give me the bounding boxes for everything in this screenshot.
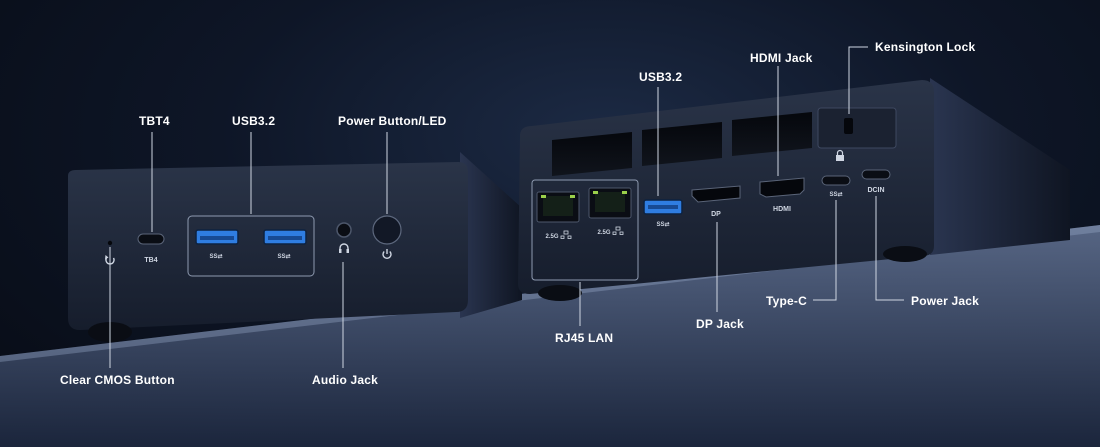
hdmi-port[interactable]	[759, 177, 805, 198]
usb-ss-icon: SS⇄	[209, 252, 222, 260]
power-button[interactable]	[372, 215, 402, 245]
usb-ss-icon: SS⇄	[277, 252, 290, 260]
left-unit-front	[68, 162, 468, 330]
label-kensington-lock: Kensington Lock	[875, 40, 976, 54]
label-type-c: Type-C	[766, 294, 807, 308]
vent-2	[642, 122, 722, 166]
usb-a-port-right-tongue	[648, 205, 678, 209]
headphone-icon	[339, 243, 349, 253]
label-rj45-lan: RJ45 LAN	[555, 331, 614, 345]
dp-port[interactable]	[691, 185, 741, 203]
callout-lines	[109, 46, 904, 368]
label-tbt4: TBT4	[139, 114, 170, 128]
right-unit-foot-right	[883, 246, 927, 262]
rj45-port-1-led-r	[570, 195, 575, 198]
label-audio-jack: Audio Jack	[312, 373, 379, 387]
dp-port-label: DP	[711, 211, 721, 218]
label-clear-cmos: Clear CMOS Button	[60, 373, 175, 387]
network-icon	[560, 230, 572, 239]
left-unit: TB4 SS⇄ SS⇄	[68, 152, 522, 342]
usb-ss-icon: SS⇄	[656, 220, 669, 228]
tb4-port-label: TB4	[144, 257, 157, 264]
rj45-port-1-inner	[543, 196, 573, 216]
usb-group-outline-left	[187, 215, 315, 277]
kensington-lock-slot[interactable]	[844, 118, 853, 134]
kensington-recess	[817, 107, 897, 149]
label-power-button-led: Power Button/LED	[338, 114, 447, 128]
rj45-port-2-inner	[595, 192, 625, 212]
type-c-port[interactable]	[821, 175, 851, 186]
lan-2-speed: 2.5G	[597, 230, 610, 236]
dcin-port-label: DCIN	[867, 187, 884, 194]
usb-ss-icon: SS⇄	[829, 190, 842, 198]
audio-jack[interactable]	[336, 222, 352, 238]
callout-line-power-jack	[875, 196, 904, 301]
callout-line-kensington	[848, 46, 868, 114]
table-surface	[0, 225, 1100, 447]
label-hdmi-jack: HDMI Jack	[750, 51, 813, 65]
right-unit-foot-left	[538, 285, 582, 301]
label-usb32-right: USB3.2	[639, 70, 683, 84]
usb-a-port-1-tongue	[200, 236, 234, 240]
rj45-port-2-led-r	[622, 191, 627, 194]
lan-group-outline	[531, 179, 639, 281]
right-unit: 2.5G 2.5G SS⇄ DP HDMI SS⇄ DCI	[518, 78, 1070, 301]
rj45-port-1-led-l	[541, 195, 546, 198]
label-power-jack: Power Jack	[911, 294, 980, 308]
vent-1	[552, 132, 632, 176]
lock-icon	[836, 149, 844, 161]
vent-3	[732, 112, 812, 156]
tb4-port[interactable]	[137, 233, 165, 245]
callout-line-type-c	[813, 200, 837, 301]
hdmi-port-label: HDMI	[773, 206, 791, 213]
power-icon	[382, 249, 392, 260]
clear-cmos-button[interactable]	[107, 240, 113, 246]
dc-in-port[interactable]	[861, 169, 891, 180]
left-unit-side	[460, 152, 522, 318]
usb-a-port-2-tongue	[268, 236, 302, 240]
rj45-port-2-led-l	[593, 191, 598, 194]
right-unit-side	[930, 78, 1070, 255]
label-usb32-left: USB3.2	[232, 114, 276, 128]
lan-1-speed: 2.5G	[545, 234, 558, 240]
label-dp-jack: DP Jack	[696, 317, 744, 331]
network-icon	[612, 226, 624, 235]
